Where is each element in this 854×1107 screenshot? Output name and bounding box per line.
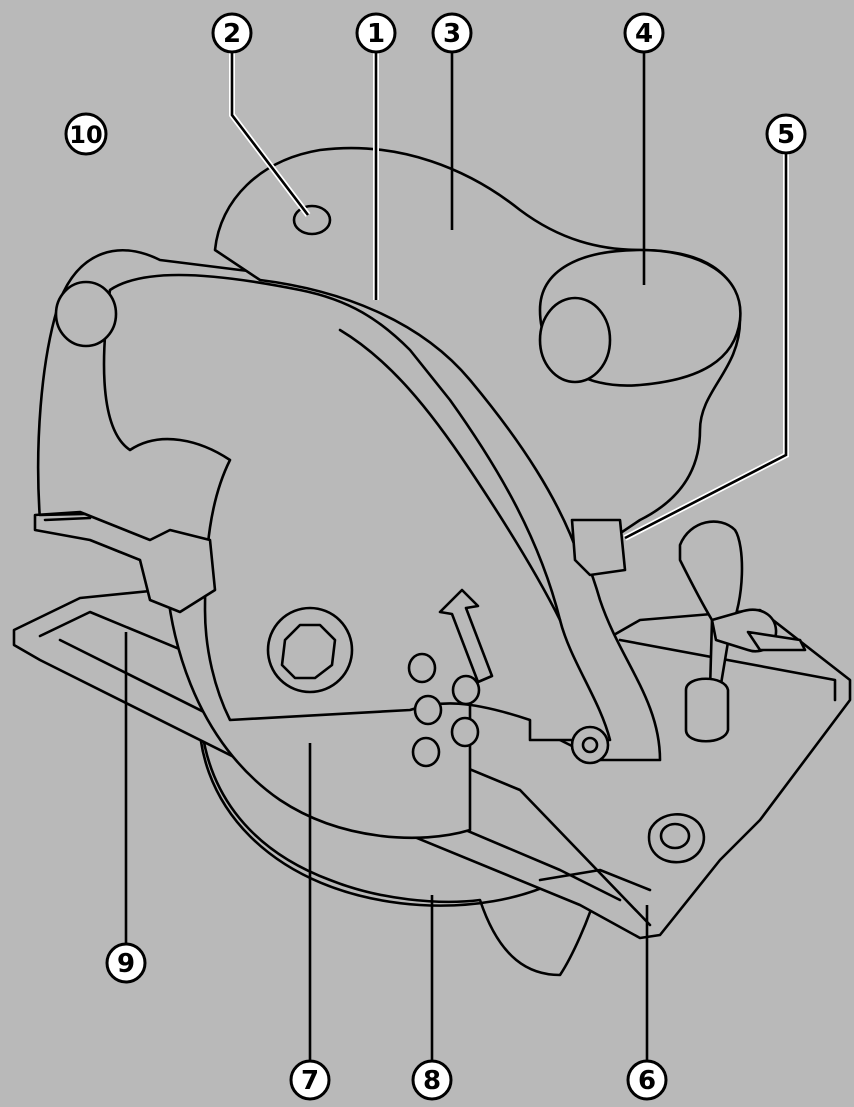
- svg-text:7: 7: [301, 1066, 319, 1096]
- callout-5: 5: [765, 113, 807, 155]
- auxiliary-handle-cap: [538, 296, 612, 384]
- svg-text:9: 9: [117, 949, 135, 979]
- dust-port: [54, 280, 118, 348]
- bevel-knob-handle: [746, 630, 807, 652]
- callout-4: 4: [623, 12, 665, 54]
- callout-8: 8: [411, 1059, 453, 1101]
- leader-lines: [124, 52, 789, 1062]
- spindle-lock-button: [292, 204, 332, 236]
- circular-saw-illustration: [12, 146, 852, 977]
- guide-screw-head: [659, 822, 691, 850]
- svg-text:3: 3: [443, 19, 461, 49]
- lower-blade-guard: [197, 698, 602, 977]
- svg-text:10: 10: [69, 121, 102, 149]
- callout-9: 9: [105, 942, 147, 984]
- svg-text:6: 6: [638, 1066, 656, 1096]
- lower-guard-lever: [33, 510, 217, 614]
- guard-ridge: [338, 328, 562, 622]
- callout-2: 2: [211, 12, 253, 54]
- callout-6: 6: [626, 1059, 668, 1101]
- blade-nut: [280, 623, 337, 680]
- depth-adjustment-bracket: [678, 520, 744, 692]
- svg-text:5: 5: [777, 120, 795, 150]
- cutting-line-marker: [538, 868, 652, 892]
- callout-10: 10: [64, 112, 108, 156]
- svg-text:2: 2: [223, 19, 241, 49]
- rotation-direction-arrow: [438, 588, 494, 684]
- svg-text:4: 4: [635, 19, 653, 49]
- depth-lock-knob: [684, 677, 730, 743]
- callout-1: 1: [355, 12, 397, 54]
- callout-3: 3: [431, 12, 473, 54]
- svg-text:8: 8: [423, 1066, 441, 1096]
- callout-7: 7: [289, 1059, 331, 1101]
- blade-holes: [407, 652, 481, 768]
- riving-knife-tab: [570, 518, 627, 577]
- guard-front-face: [102, 273, 612, 742]
- lever-grip: [38, 512, 92, 522]
- bevel-pivot-bolt: [581, 736, 599, 754]
- callout-markers: 1 2 3 4 5 6 7: [64, 12, 807, 1101]
- svg-text:1: 1: [367, 19, 385, 49]
